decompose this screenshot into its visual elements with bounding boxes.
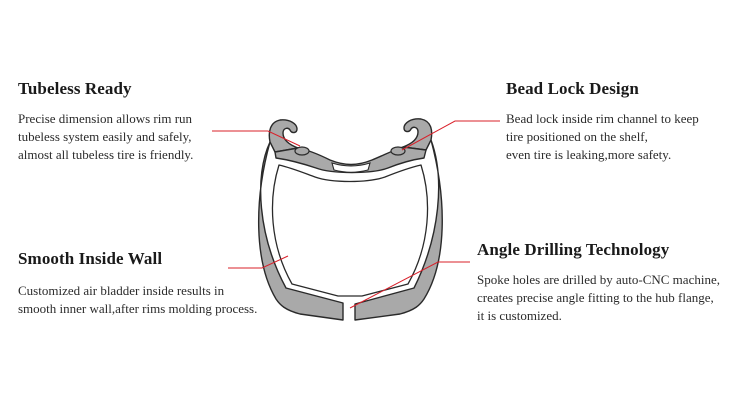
- feature-description-line: it is customized.: [477, 308, 562, 323]
- left-bead-hook: [268, 119, 299, 153]
- feature-description-line: creates precise angle fitting to the hub…: [477, 290, 714, 305]
- rim-tape-window: [331, 162, 371, 173]
- feature-description: Customized air bladder inside results in…: [18, 282, 257, 318]
- feature-description-line: smooth inner wall,after rims molding pro…: [18, 301, 258, 316]
- feature-bead-lock-design: Bead Lock Design Bead lock inside rim ch…: [506, 79, 699, 164]
- feature-description-line: Precise dimension allows rim run: [18, 111, 193, 126]
- rim-inner-cavity: [271, 164, 429, 297]
- rim-profile-right: [354, 139, 443, 321]
- right-bead-hook: [402, 118, 433, 151]
- feature-description-line: tire positioned on the shelf,: [506, 129, 648, 144]
- feature-angle-drilling-technology: Angle Drilling Technology Spoke holes ar…: [477, 240, 720, 325]
- feature-description: Spoke holes are drilled by auto-CNC mach…: [477, 271, 720, 325]
- feature-description-line: Spoke holes are drilled by auto-CNC mach…: [477, 272, 720, 287]
- feature-description-line: Customized air bladder inside results in: [18, 283, 225, 298]
- feature-description-line: even tire is leaking,more safety.: [506, 147, 672, 162]
- feature-description: Precise dimension allows rim run tubeles…: [18, 110, 193, 164]
- feature-description-line: tubeless system easily and safely,: [18, 129, 192, 144]
- feature-description-line: almost all tubeless tire is friendly.: [18, 147, 194, 162]
- feature-description: Bead lock inside rim channel to keep tir…: [506, 110, 699, 164]
- feature-description-line: Bead lock inside rim channel to keep: [506, 111, 699, 126]
- bead-lock-leader-line: [401, 120, 500, 151]
- tubeless-leader-line: [212, 130, 301, 147]
- feature-title: Angle Drilling Technology: [477, 240, 670, 259]
- feature-smooth-inside-wall: Smooth Inside Wall Customized air bladde…: [18, 249, 257, 318]
- right-bead-lock-bump: [390, 146, 406, 156]
- rim-profile: [257, 141, 344, 321]
- smooth-wall-leader-line: [228, 255, 289, 269]
- feature-title: Tubeless Ready: [18, 79, 132, 98]
- left-bead-lock-bump: [294, 146, 310, 156]
- feature-tubeless-ready: Tubeless Ready Precise dimension allows …: [18, 79, 193, 164]
- angle-drilling-leader-line: [349, 261, 470, 309]
- feature-title: Smooth Inside Wall: [18, 249, 163, 268]
- feature-title: Bead Lock Design: [506, 79, 639, 98]
- rim-bed: [274, 146, 427, 174]
